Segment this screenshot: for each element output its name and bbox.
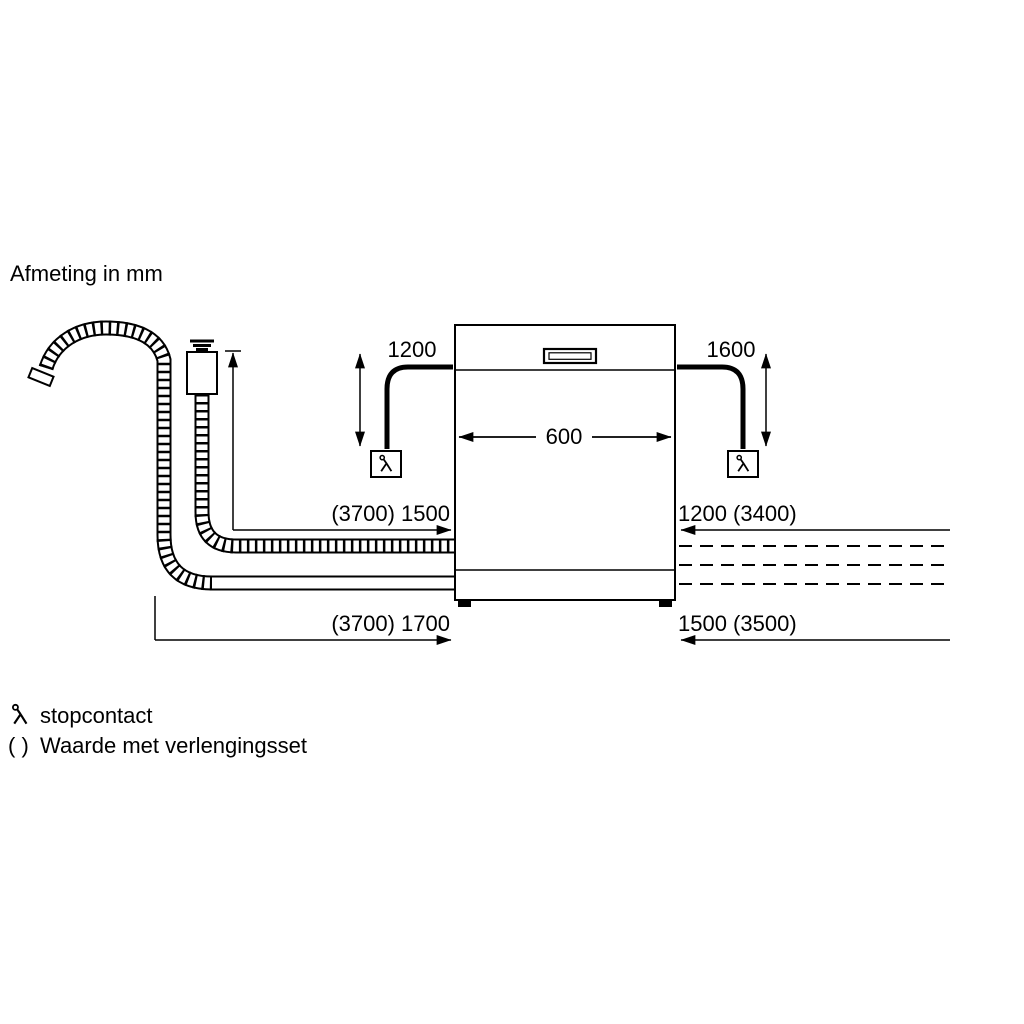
legend-extension-symbol: ( ) [8,733,29,758]
appliance-width-label: 600 [546,424,583,449]
drain-hose [27,320,458,591]
dimension-hose-lower-right: 1500 (3500) [678,611,950,645]
dimension-appliance-width: 600 [458,423,672,449]
aquastop-tap-connector [186,339,218,395]
cord-left-label: 1200 [388,337,437,362]
right-foot [659,600,672,607]
socket-left [370,450,402,478]
power-cord-left [384,364,453,449]
legend: stopcontact ( ) Waarde met verlengingsse… [8,703,307,758]
hose-continuation-dashed-lines [679,545,951,585]
control-panel [542,347,598,365]
hose-upper-right-label: 1200 (3400) [678,501,797,526]
left-foot [458,600,471,607]
cord-right-label: 1600 [707,337,756,362]
dimension-cord-right: 1600 [707,337,771,447]
hose-upper-left-label: (3700) 1500 [331,501,450,526]
power-cord-right [677,364,746,449]
drain-hose-end-cap [27,366,55,388]
dimension-hose-upper-left: (3700) 1500 [225,350,452,535]
socket-right [727,450,759,478]
page-title: Afmeting in mm [10,261,163,286]
dimension-hose-upper-right: 1200 (3400) [678,501,950,535]
supply-hose-aquastop [186,339,458,554]
hose-lower-right-label: 1500 (3500) [678,611,797,636]
dimension-hose-lower-left: (3700) 1700 [154,596,452,645]
legend-extension-label: Waarde met verlengingsset [40,733,307,758]
dishwasher-outline [454,324,676,607]
legend-socket-label: stopcontact [40,703,153,728]
hose-lower-left-label: (3700) 1700 [331,611,450,636]
dimension-cord-left: 1200 [355,337,437,447]
power-socket-icon [11,703,28,725]
